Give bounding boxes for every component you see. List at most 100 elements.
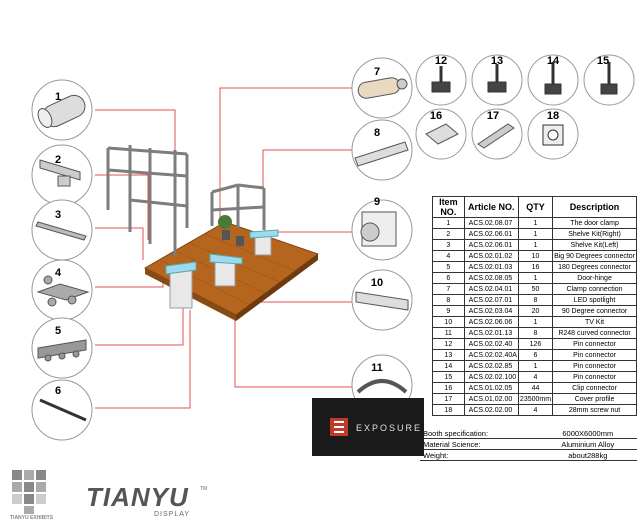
part-13-pin-connector-icon — [487, 64, 507, 93]
spec-booth-value: 6000X6000mm — [538, 428, 637, 439]
header-description: Description — [552, 196, 637, 218]
qty-cell: 50 — [517, 283, 554, 295]
item-no-cell: 4 — [432, 250, 465, 262]
qty-cell: 1 — [517, 228, 554, 240]
spec-row-material: Material Science: Aluminium Alloy — [420, 438, 637, 450]
qty-cell: 16 — [517, 261, 554, 273]
spec-booth-label: Booth specification: — [420, 428, 539, 439]
part-14-pin-connector-icon — [544, 62, 562, 95]
tianyu-exhibits-label: TIANYU EXHIBITS — [10, 515, 54, 521]
part-2-shelve-kit-right-icon — [39, 159, 81, 187]
spec-material-value: Aluminium Alloy — [538, 438, 637, 450]
article-no-cell: ACS.02.08.05 — [463, 272, 519, 284]
qty-cell: 23500mm — [517, 393, 554, 405]
header-qty: QTY — [517, 196, 554, 218]
exposure-text: EXPOSURE — [356, 423, 423, 433]
brand-subtitle: DISPLAY — [154, 511, 191, 518]
callout-label-11: 11 — [371, 362, 383, 374]
description-cell: Clamp connection — [552, 283, 637, 295]
header-article-no: Article NO. — [463, 196, 519, 218]
qty-cell: 6 — [517, 349, 554, 361]
description-cell: Pin connector — [552, 371, 637, 383]
callout-label-1: 1 — [55, 91, 61, 103]
part-6-door-hinge-icon — [39, 398, 87, 422]
description-cell: R248 curved connector — [552, 327, 637, 339]
item-no-cell: 2 — [432, 228, 465, 240]
part-1-door-clamp-icon — [37, 94, 86, 128]
description-cell: Big 90 Degrees connector — [552, 250, 637, 262]
qty-cell: 8 — [517, 327, 554, 339]
article-no-cell: ACS.01.02.05 — [463, 382, 519, 394]
qty-cell: 44 — [517, 382, 554, 394]
qty-cell: 4 — [517, 404, 554, 416]
callout-label-3: 3 — [55, 209, 61, 221]
article-no-cell: ACS.02.02.00 — [463, 404, 519, 416]
item-no-cell: 9 — [432, 305, 465, 317]
article-no-cell: ACS.02.06.01 — [463, 228, 519, 240]
article-no-cell: ACS.02.02.40A — [463, 349, 519, 361]
item-no-cell: 11 — [432, 327, 465, 339]
item-no-cell: 17 — [432, 393, 465, 405]
spec-table: Booth specification: 6000X6000mm Materia… — [420, 428, 637, 461]
description-cell: Pin connector — [552, 338, 637, 350]
exposure-logo-icon — [330, 418, 348, 436]
part-8-led-spotlight-icon — [354, 141, 409, 167]
article-no-cell: ACS.02.01.02 — [463, 250, 519, 262]
article-no-cell: ACS.02.02.85 — [463, 360, 519, 372]
callout-label-9: 9 — [374, 196, 380, 208]
item-no-cell: 15 — [432, 371, 465, 383]
qty-cell: 1 — [517, 217, 554, 229]
article-no-cell: ACS.02.01.13 — [463, 327, 519, 339]
item-no-cell: 5 — [432, 261, 465, 273]
brand-tm: TM — [200, 486, 208, 492]
article-no-cell: ACS.02.03.04 — [463, 305, 519, 317]
description-cell: 28mm screw nut — [552, 404, 637, 416]
callout-label-15: 15 — [597, 55, 609, 67]
item-no-cell: 7 — [432, 283, 465, 295]
article-no-cell: ACS.02.02.100 — [463, 371, 519, 383]
description-cell: TV Kit — [552, 316, 637, 328]
callout-label-5: 5 — [55, 325, 61, 337]
callout-label-2: 2 — [55, 154, 61, 166]
parts-table-header: Item NO. Article NO. QTY Description — [432, 196, 637, 218]
description-cell: 90 Degree connector — [552, 305, 637, 317]
callout-label-10: 10 — [371, 277, 383, 289]
spec-row-booth: Booth specification: 6000X6000mm — [420, 428, 637, 439]
callout-label-14: 14 — [547, 55, 560, 67]
item-no-cell: 3 — [432, 239, 465, 251]
item-no-cell: 13 — [432, 349, 465, 361]
part-9-90-connector-icon — [360, 211, 397, 247]
description-cell: Pin connector — [552, 349, 637, 361]
description-cell: Shelve Kit(Left) — [552, 239, 637, 251]
description-cell: 180 Degrees connector — [552, 261, 637, 273]
description-cell: Shelve Kit(Right) — [552, 228, 637, 240]
callout-label-12: 12 — [435, 55, 447, 67]
qty-cell: 1 — [517, 316, 554, 328]
booth-frame — [106, 145, 266, 256]
tianyu-logo-icon — [12, 470, 46, 514]
article-no-cell: ACS.02.01.03 — [463, 261, 519, 273]
item-no-cell: 8 — [432, 294, 465, 306]
qty-cell: 20 — [517, 305, 554, 317]
description-cell: Door-hinge — [552, 272, 637, 284]
article-no-cell: ACS.01.02.00 — [463, 393, 519, 405]
callout-label-17: 17 — [487, 110, 499, 122]
description-cell: The door clamp — [552, 217, 637, 229]
booth-counters — [165, 229, 279, 309]
callout-label-18: 18 — [547, 110, 559, 122]
spec-weight-label: Weight: — [420, 449, 539, 461]
callout-label-7: 7 — [374, 66, 380, 78]
part-5-180-connector-icon — [37, 339, 87, 362]
